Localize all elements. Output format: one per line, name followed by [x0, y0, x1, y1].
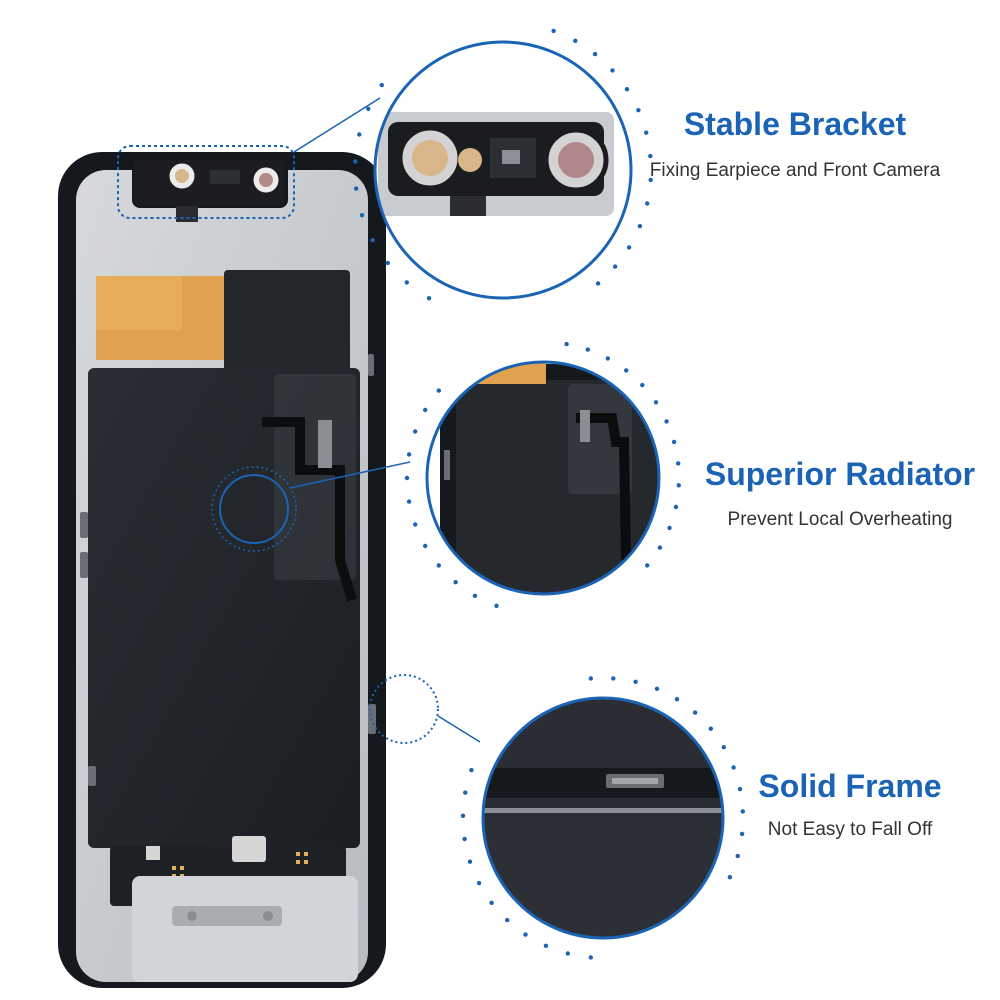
halo-dot: [667, 525, 672, 531]
halo-dot: [426, 296, 432, 301]
halo-dot: [648, 153, 653, 159]
feature-title-bracket: Stable Bracket: [683, 106, 907, 142]
halo-dot: [370, 238, 375, 243]
feature-subtitle-bracket: Fixing Earpiece and Front Camera: [649, 160, 941, 181]
halo-dot: [612, 264, 618, 269]
halo-dot: [657, 545, 663, 550]
halo-dot: [467, 859, 473, 864]
halo-dot: [406, 452, 412, 457]
halo-dot: [676, 483, 681, 488]
halo-dot: [737, 786, 743, 792]
halo-dot: [472, 593, 478, 598]
zoom-circle-frame: [481, 696, 725, 940]
flex-cable: [262, 417, 357, 602]
connector-line-bracket: [293, 97, 381, 153]
halo-dot: [664, 419, 669, 424]
halo-dot: [633, 679, 638, 684]
radiator-highlight: [219, 474, 289, 544]
halo-dot: [654, 686, 660, 691]
halo-dot: [645, 563, 650, 568]
halo-dot: [469, 767, 474, 773]
halo-dot: [436, 388, 441, 393]
feature-title-frame: Solid Frame: [758, 768, 942, 804]
halo-dot: [671, 439, 677, 445]
halo-dot: [543, 943, 549, 948]
halo-dot: [406, 499, 412, 504]
bracket-highlight: [117, 145, 295, 219]
halo-dot: [692, 710, 698, 715]
halo-dot: [505, 917, 510, 923]
halo-dot: [588, 676, 593, 681]
feature-subtitle-radiator: Prevent Local Overheating: [727, 509, 953, 530]
halo-dot: [626, 245, 632, 250]
halo-dot: [610, 68, 615, 73]
halo-dot: [385, 260, 390, 266]
halo-dot: [476, 880, 482, 886]
halo-dot: [565, 951, 570, 956]
halo-dot: [673, 504, 679, 510]
halo-dot: [624, 87, 630, 92]
halo-dot: [404, 280, 409, 285]
halo-dot: [460, 813, 466, 818]
decorative-dots: [353, 28, 745, 960]
halo-dot: [523, 932, 528, 937]
halo-dot: [740, 809, 745, 814]
halo-dot: [453, 580, 458, 585]
halo-dot: [644, 130, 649, 135]
halo-dot: [413, 429, 418, 434]
halo-dot: [674, 697, 680, 702]
halo-dot: [592, 51, 598, 57]
halo-dot: [611, 676, 616, 681]
halo-dot: [413, 522, 418, 527]
phone-screen-assembly: [58, 152, 386, 988]
halo-dot: [605, 356, 610, 361]
halo-dot: [366, 106, 371, 112]
halo-dot: [423, 407, 428, 413]
halo-dot: [404, 475, 410, 481]
halo-dot: [739, 831, 745, 837]
halo-dot: [494, 603, 499, 608]
halo-dot: [648, 177, 653, 183]
halo-dot: [676, 461, 681, 466]
halo-dot: [585, 347, 590, 352]
halo-dot: [564, 341, 569, 347]
halo-dot: [624, 368, 629, 373]
halo-dot: [489, 900, 494, 905]
bottom-bracket: [132, 876, 358, 982]
halo-dot: [436, 563, 441, 568]
halo-dot: [727, 875, 733, 880]
halo-dot: [359, 213, 365, 218]
halo-dot: [588, 955, 593, 960]
halo-dot: [379, 82, 384, 88]
halo-dot: [637, 224, 643, 229]
halo-dot: [573, 38, 578, 43]
halo-dot: [721, 745, 726, 750]
halo-dot: [423, 543, 428, 549]
zoom-circle-radiator: [425, 360, 661, 596]
frame-highlight: [369, 674, 439, 744]
halo-dot: [595, 281, 601, 286]
halo-dot: [354, 186, 359, 191]
halo-dot: [357, 132, 362, 137]
halo-dot: [353, 159, 358, 164]
halo-dot: [645, 201, 650, 206]
halo-dot: [735, 853, 740, 859]
connector-line-radiator: [289, 461, 411, 489]
halo-dot: [463, 790, 468, 795]
connector-line-frame: [437, 715, 481, 743]
halo-dot: [640, 382, 645, 388]
top-bracket: [134, 160, 284, 222]
feature-title-radiator: Superior Radiator: [704, 456, 976, 492]
halo-dot: [731, 765, 736, 770]
halo-dot: [653, 400, 659, 405]
feature-subtitle-frame: Not Easy to Fall Off: [767, 819, 933, 840]
halo-dot: [708, 726, 713, 731]
zoom-circle-bracket: [373, 40, 633, 300]
halo-dot: [462, 836, 467, 842]
halo-dot: [636, 108, 641, 113]
halo-dot: [551, 28, 556, 34]
